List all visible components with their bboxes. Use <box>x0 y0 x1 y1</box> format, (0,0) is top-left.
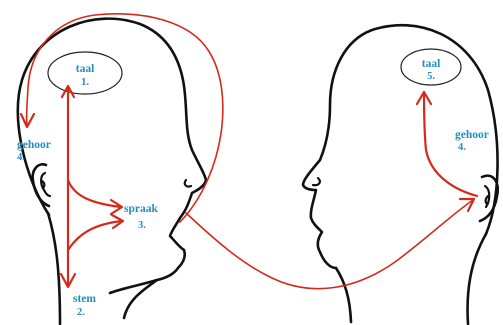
left-gehoor-number: 4. <box>17 152 25 163</box>
right-head <box>303 25 498 324</box>
feedback-loop-arrow <box>27 14 223 222</box>
left-head-neck-back <box>48 213 60 324</box>
left-gehoor-label: gehoor <box>17 139 51 151</box>
left-taal-number: 1. <box>81 77 89 88</box>
right-gehoor-number: 4. <box>458 142 466 153</box>
right-head-neck-front <box>336 268 351 322</box>
stem-to-spraak-arrow <box>68 221 122 250</box>
left-head-outline <box>18 19 206 293</box>
right-head-outline <box>303 25 498 268</box>
left-ear-inner <box>41 173 50 196</box>
left-taal-label: taal <box>76 63 95 75</box>
ear-to-taal-arrow <box>424 93 477 196</box>
stem-label: stem <box>73 293 96 305</box>
spraak-number: 3. <box>138 220 146 231</box>
left-head-nostril <box>185 180 191 187</box>
sound-wave-arrow <box>186 200 473 289</box>
labels: taal 1. gehoor 4. spraak 3. stem 2. taal… <box>17 58 489 318</box>
to-spraak-upper-arrow <box>68 180 121 207</box>
stem-number: 2. <box>77 307 85 318</box>
right-head-neck-back <box>468 234 486 324</box>
right-taal-number: 5. <box>427 71 435 82</box>
left-head <box>18 19 206 324</box>
right-gehoor-label: gehoor <box>455 129 489 141</box>
right-taal-label: taal <box>422 58 441 70</box>
right-head-nostril <box>313 178 320 185</box>
spraak-label: spraak <box>124 203 158 215</box>
